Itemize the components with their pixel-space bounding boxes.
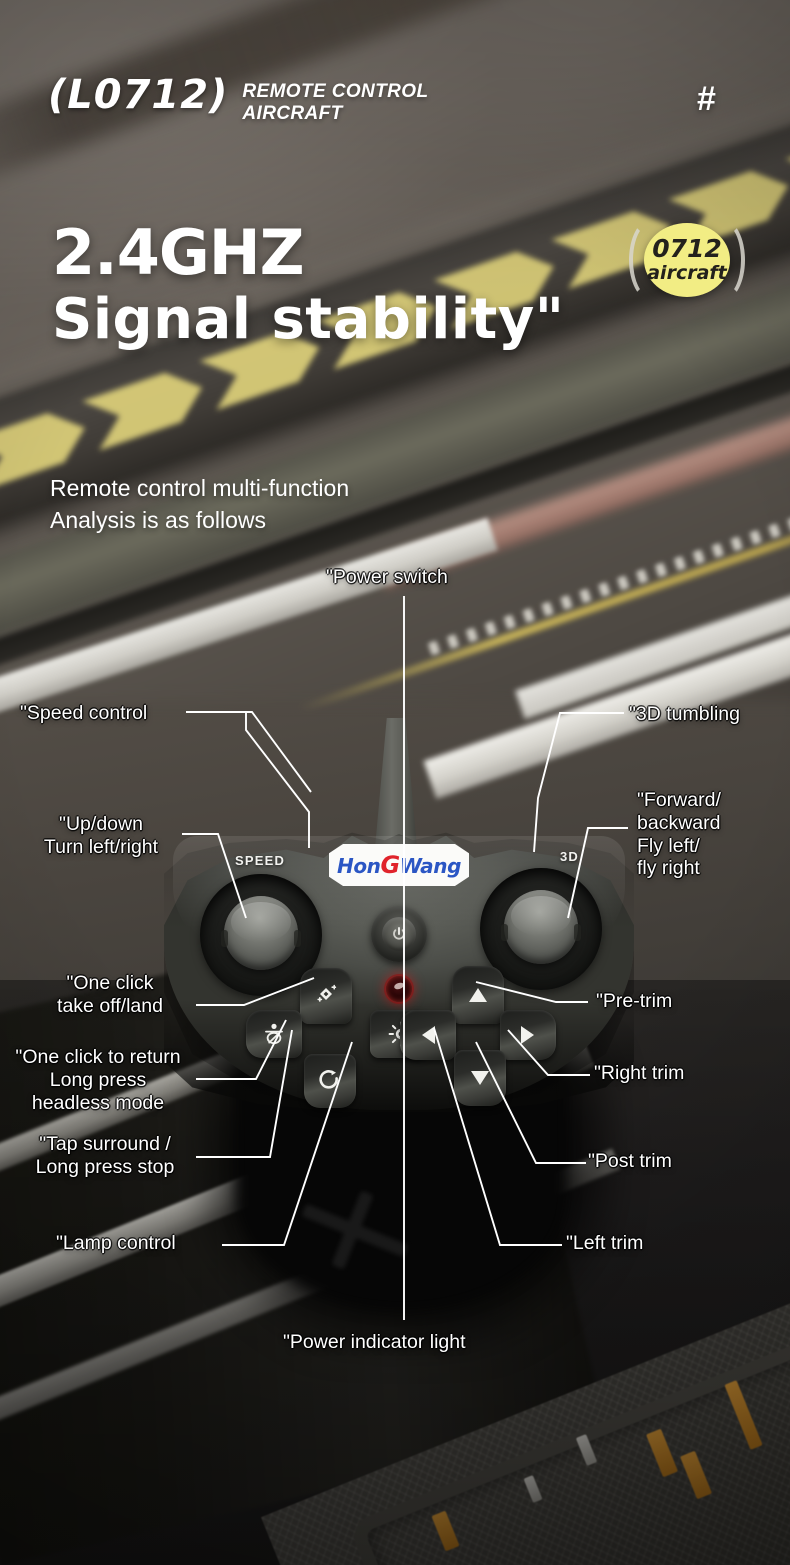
callout-lamp-control: "Lamp control [56, 1232, 176, 1254]
callout-one-click-takeoff: "One click take off/land [57, 972, 163, 1017]
aircraft-badge: 0712 aircraft [628, 218, 746, 302]
callout-forward-backward: "Forward/ backward Fly left/ fly right [637, 789, 721, 880]
callout-post-trim: "Post trim [588, 1150, 672, 1172]
dpad-left-button[interactable] [400, 1010, 456, 1060]
product-category-line1: REMOTE CONTROL [242, 81, 429, 102]
takeoff-land-button[interactable] [300, 968, 352, 1024]
badge-number: 0712 [652, 234, 722, 263]
3d-tumble-diamond-icon [317, 984, 337, 1002]
shadow-cross-marking [300, 1190, 410, 1270]
badge-left-paren-icon [629, 220, 671, 300]
brand-logo-plate: HonGWang [329, 844, 469, 886]
callout-left-trim: "Left trim [566, 1232, 644, 1254]
callout-one-click-return: "One click to return Long press headless… [15, 1046, 181, 1114]
brand-logo-w: W [399, 854, 421, 878]
brand-logo-text: HonGWang [337, 851, 461, 879]
callout-speed-control: "Speed control [20, 702, 148, 724]
right-stick-cap[interactable] [501, 889, 581, 964]
badge-ellipse [644, 223, 730, 297]
brand-logo-g: G [380, 851, 401, 879]
dpad-up-button[interactable] [452, 966, 504, 1024]
triangle-right-icon [521, 1026, 534, 1044]
power-symbol-icon[interactable] [382, 917, 416, 951]
subtitle-line2: Analysis is as follows [50, 506, 267, 533]
headline-tagline: Signal stability" [52, 287, 565, 352]
badge-right-paren-icon [703, 220, 745, 300]
dpad-right-button[interactable] [500, 1010, 556, 1060]
hash-icon: # [697, 80, 716, 118]
left-stick-cap[interactable] [221, 895, 301, 970]
surround-button[interactable] [246, 1010, 302, 1058]
headline-frequency: 2.4GHZ [52, 216, 305, 289]
left-stick-label: SPEED [235, 853, 286, 868]
brand-logo-hon: Hon [336, 854, 381, 878]
power-switch-button[interactable] [371, 906, 427, 962]
callout-pre-trim: "Pre-trim [596, 990, 673, 1012]
power-symbol-glyph [393, 927, 405, 940]
return-arrow-icon [319, 1070, 338, 1089]
callout-right-trim: "Right trim [594, 1062, 685, 1084]
surround-pin-icon [265, 1023, 283, 1045]
power-indicator-led [386, 976, 412, 1002]
return-headless-button[interactable] [304, 1054, 356, 1108]
dpad-down-button[interactable] [454, 1050, 506, 1106]
antenna [375, 718, 417, 848]
triangle-left-icon [422, 1026, 435, 1044]
brand-logo-ang: ang [420, 854, 461, 878]
product-code: (L0712) [48, 72, 229, 118]
callout-up-down: "Up/down Turn left/right [43, 813, 159, 858]
product-category-line2: AIRCRAFT [242, 103, 343, 125]
triangle-up-icon [469, 988, 487, 1002]
headline: 2.4GHZ Signal stability" [52, 222, 564, 356]
badge-word: aircraft [647, 262, 727, 284]
callout-power-indicator: "Power indicator light [283, 1331, 466, 1353]
subtitle: Remote control multi-function Analysis i… [50, 473, 349, 536]
callout-tap-surround: "Tap surround / Long press stop [35, 1133, 175, 1178]
callout-power-switch: "Power switch [326, 566, 448, 588]
triangle-down-icon [471, 1071, 489, 1085]
controller-body: SPEED 3D HonGWang [164, 830, 634, 1112]
callout-3d-tumbling: "3D tumbling [629, 703, 740, 725]
subtitle-line1: Remote control multi-function [50, 475, 350, 501]
